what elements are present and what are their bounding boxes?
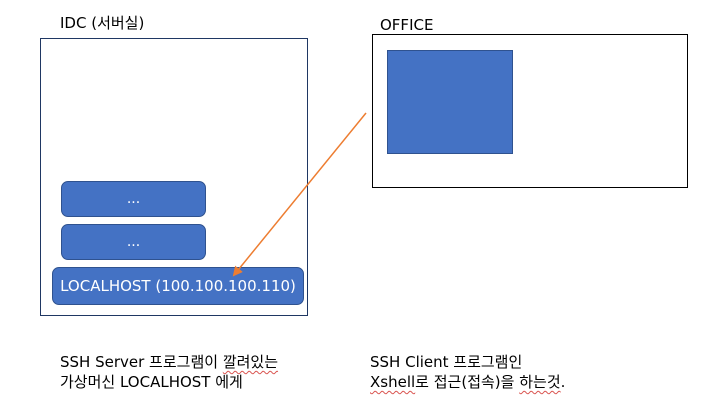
- server-bar-1: ...: [61, 181, 206, 217]
- client-note-line-2: Xshell로 접근(접속)을 하는것.: [370, 372, 565, 392]
- localhost-bar: LOCALHOST (100.100.100.110): [52, 267, 304, 305]
- server-bar-2: ...: [61, 224, 206, 260]
- server-note: SSH Server 프로그램이 깔려있는 가상머신 LOCALHOST 에게: [60, 352, 278, 392]
- client-note-text-d: .: [560, 373, 566, 391]
- server-note-line-2: 가상머신 LOCALHOST 에게: [60, 373, 243, 391]
- client-pc-box: [387, 50, 513, 154]
- client-note-line-1: SSH Client 프로그램인: [370, 353, 523, 371]
- idc-title: IDC (서버실): [60, 14, 145, 32]
- office-title: OFFICE: [380, 16, 434, 34]
- client-note: SSH Client 프로그램인 Xshell로 접근(접속)을 하는것.: [370, 352, 565, 392]
- server-note-text-b: 깔려있는: [222, 353, 279, 371]
- server-note-line-1: SSH Server 프로그램이 깔려있는: [60, 352, 278, 372]
- client-note-text-b: 로 접근(접속)을: [415, 373, 520, 391]
- client-note-text-c: 하는것: [519, 373, 561, 391]
- server-note-text-a: SSH Server 프로그램이: [60, 353, 223, 371]
- client-note-text-a: Xshell: [370, 373, 416, 391]
